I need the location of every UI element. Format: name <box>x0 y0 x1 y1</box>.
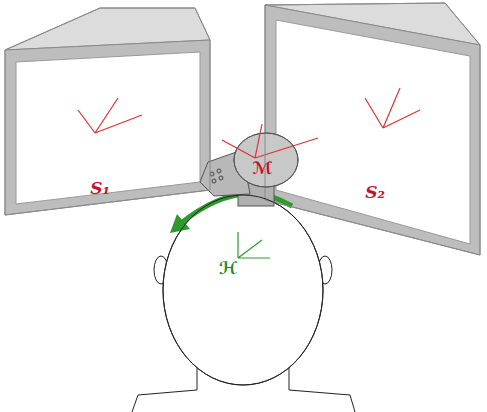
camera-head-outline <box>198 130 300 208</box>
rotation-arrow <box>180 194 292 224</box>
camera-head: ℳ <box>198 130 300 208</box>
frame-axes <box>222 124 318 158</box>
screen: S₁ <box>5 8 211 216</box>
user-head: ℋ <box>162 194 326 387</box>
device-dot <box>217 169 221 173</box>
screen-frame <box>265 5 480 255</box>
user-head-outline <box>163 195 323 385</box>
frame-label: ℋ <box>219 258 237 278</box>
head <box>163 195 323 385</box>
frame-axes <box>365 88 420 128</box>
screen-outline <box>265 3 480 255</box>
screen-outline <box>5 8 210 215</box>
frame-axes <box>238 232 270 258</box>
user-head-outline <box>162 194 326 387</box>
arrow-head <box>170 214 190 233</box>
frame-label: ℳ <box>252 158 272 178</box>
screen-frame <box>5 40 210 215</box>
device-head <box>234 133 298 187</box>
frame-label: S₁ <box>90 178 110 198</box>
frame-label: S₂ <box>365 182 385 202</box>
device-dot <box>212 179 216 183</box>
screen-surface <box>16 52 200 204</box>
device-dot <box>210 172 214 176</box>
device-dot <box>219 176 223 180</box>
camera-head-outline <box>234 133 298 187</box>
frame-axes <box>78 98 142 133</box>
